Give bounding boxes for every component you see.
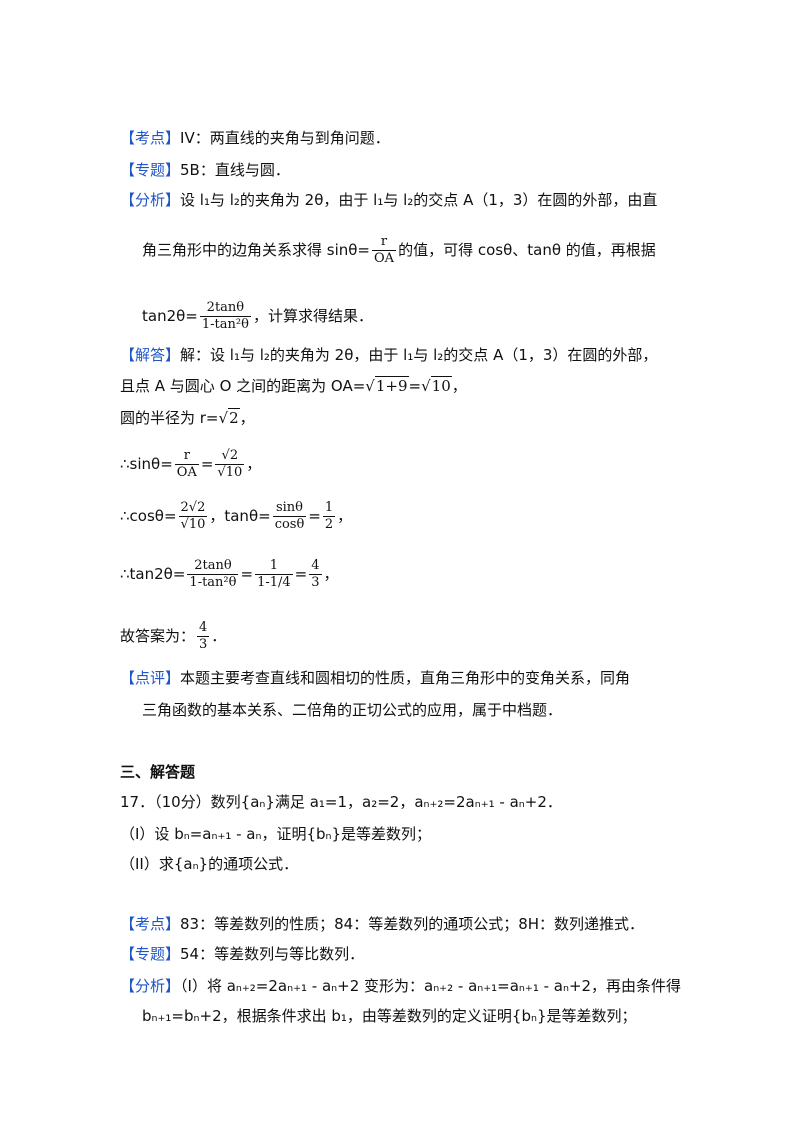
fraction-numerator: 1 — [255, 558, 293, 575]
answer-label: 故答案为： — [120, 627, 196, 645]
fraction-denominator: cosθ — [274, 517, 305, 532]
fraction-numerator: 1 — [322, 500, 336, 517]
problem-17-line-3: （II）求{aₙ}的通项公式． — [120, 855, 299, 873]
dianping-text-2: 三角函数的基本关系、二倍角的正切公式的应用，属于中档题． — [142, 701, 563, 719]
fraction-denominator: √10 — [217, 465, 243, 480]
zhuanti-tag: 【专题】 — [120, 161, 181, 179]
comma: ， — [323, 565, 339, 583]
fraction-denominator: 1-1/4 — [257, 575, 291, 590]
fenxi-text-2-2: bₙ₊₁=bₙ+2，根据条件求出 b₁，由等差数列的定义证明{bₙ}是等差数列； — [142, 1007, 637, 1025]
fenxi-text-1: 设 l₁与 l₂的夹角为 2θ，由于 l₁与 l₂的交点 A（1，3）在圆的外部… — [180, 191, 658, 209]
dianping-tag: 【点评】 — [120, 669, 181, 687]
fraction-cos: 2√2√10 — [178, 500, 208, 533]
jieda-text-2-pre: 且点 A 与圆心 O 之间的距离为 OA= — [120, 377, 366, 395]
sqrt-1-plus-9: √1+9 — [365, 376, 409, 395]
fraction-numerator: √2 — [215, 448, 245, 465]
fenxi-tag: 【分析】 — [120, 191, 181, 209]
sqrt-10: √10 — [421, 376, 452, 395]
fenxi-line-1: 【分析】设 l₁与 l₂的夹角为 2θ，由于 l₁与 l₂的交点 A（1，3）在… — [120, 190, 657, 210]
fraction-denominator: OA — [176, 465, 197, 480]
kaodian-line-1: 【考点】IV：两直线的夹角与到角问题． — [120, 128, 390, 148]
fraction-denominator: 3 — [311, 575, 320, 590]
jieda-text-3-pre: 圆的半径为 r= — [120, 409, 219, 427]
comma: ， — [337, 507, 353, 525]
fraction-numerator: 4 — [197, 620, 210, 637]
zhuanti-tag-2: 【专题】 — [120, 945, 181, 963]
fenxi-line-2-2: bₙ₊₁=bₙ+2，根据条件求出 b₁，由等差数列的定义证明{bₙ}是等差数列； — [142, 1006, 637, 1026]
dianping-text-1: 本题主要考查直线和圆相切的性质，直角三角形中的变角关系，同角 — [180, 669, 631, 687]
jieda-line-1: 【解答】解：设 l₁与 l₂的夹角为 2θ，由于 l₁与 l₂的交点 A（1，3… — [120, 345, 657, 365]
fraction-denominator: 2 — [324, 517, 334, 532]
tan-label: ，tanθ= — [209, 507, 271, 525]
fenxi-text-2-post: 的值，可得 cosθ、tanθ 的值，再根据 — [398, 241, 656, 259]
zhuanti-text: 5B：直线与圆． — [180, 161, 290, 179]
jieda-tag: 【解答】 — [120, 346, 181, 364]
fenxi-tag-2: 【分析】 — [120, 977, 181, 995]
fraction-numerator: 2√2 — [178, 500, 208, 517]
fenxi-text-2-1: （I）将 aₙ₊₂=2aₙ₊₁ - aₙ+2 变形为：aₙ₊₂ - aₙ₊₁=a… — [180, 977, 682, 995]
fraction-numerator: 2tanθ — [187, 558, 239, 575]
fraction-numerator: r — [372, 234, 397, 251]
zhuanti-line-2: 【专题】54：等差数列与等比数列． — [120, 944, 364, 964]
sqrt-2: √2 — [218, 408, 240, 427]
kaodian-text-2: 83：等差数列的性质；84：等差数列的通项公式；8H：数列递推式． — [180, 915, 645, 933]
section-title: 三、解答题 — [120, 763, 196, 781]
problem-17-line-2: （I）设 bₙ=aₙ₊₁ - aₙ，证明{bₙ}是等差数列； — [120, 825, 432, 843]
fenxi-text-2-pre: 角三角形中的边角关系求得 sinθ= — [142, 241, 371, 259]
fraction-numerator: sinθ — [272, 500, 307, 517]
comma: ， — [246, 455, 262, 473]
radicand: 1+9 — [374, 376, 409, 395]
radicand: 10 — [430, 376, 452, 395]
kaodian-line-2: 【考点】83：等差数列的性质；84：等差数列的通项公式；8H：数列递推式． — [120, 914, 644, 934]
fraction-denominator: 3 — [199, 637, 208, 652]
fraction-numerator: 4 — [309, 558, 322, 575]
cos-label: ∴cosθ= — [120, 507, 177, 525]
jieda-line-3: 圆的半径为 r=√2， — [120, 408, 255, 428]
problem-17-line-1: 17．（10分）数列{aₙ}满足 a₁=1，a₂=2，aₙ₊₂=2aₙ₊₁ - … — [120, 793, 562, 811]
fenxi-line-2-1: 【分析】（I）将 aₙ₊₂=2aₙ₊₁ - aₙ+2 变形为：aₙ₊₂ - aₙ… — [120, 976, 681, 996]
fraction-denominator: 1-tan²θ — [201, 317, 249, 332]
dianping-line-2: 三角函数的基本关系、二倍角的正切公式的应用，属于中档题． — [142, 700, 562, 720]
fraction-numerator: r — [174, 448, 199, 465]
fraction-numerator: 2tanθ — [199, 300, 251, 317]
radicand: 2 — [228, 408, 240, 427]
jieda-line-2: 且点 A 与圆心 O 之间的距离为 OA=√1+9=√10， — [120, 376, 467, 396]
sin-label: ∴sinθ= — [120, 455, 173, 473]
kaodian-text: IV：两直线的夹角与到角问题． — [180, 129, 390, 147]
jieda-text-1: 解：设 l₁与 l₂的夹角为 2θ，由于 l₁与 l₂的交点 A（1，3）在圆的… — [180, 346, 658, 364]
period: ． — [211, 627, 227, 645]
comma: ， — [451, 377, 467, 395]
fraction-denominator: 1-tan²θ — [189, 575, 237, 590]
fraction-denominator: √10 — [180, 517, 206, 532]
fenxi-text-3-pre: tan2θ= — [142, 307, 198, 325]
zhuanti-text-2: 54：等差数列与等比数列． — [180, 945, 365, 963]
zhuanti-line-1: 【专题】5B：直线与圆． — [120, 160, 290, 180]
equals-sign: = — [408, 377, 422, 395]
fraction-denominator: OA — [374, 251, 395, 266]
dianping-line-1: 【点评】本题主要考查直线和圆相切的性质，直角三角形中的变角关系，同角 — [120, 668, 630, 688]
comma: ， — [239, 409, 255, 427]
fraction-sqrt2-over-sqrt10: √2√10 — [215, 448, 245, 481]
tan2-label: ∴tan2θ= — [120, 565, 186, 583]
kaodian-tag: 【考点】 — [120, 129, 181, 147]
kaodian-tag-2: 【考点】 — [120, 915, 181, 933]
fenxi-text-3-post: ，计算求得结果． — [252, 307, 373, 325]
